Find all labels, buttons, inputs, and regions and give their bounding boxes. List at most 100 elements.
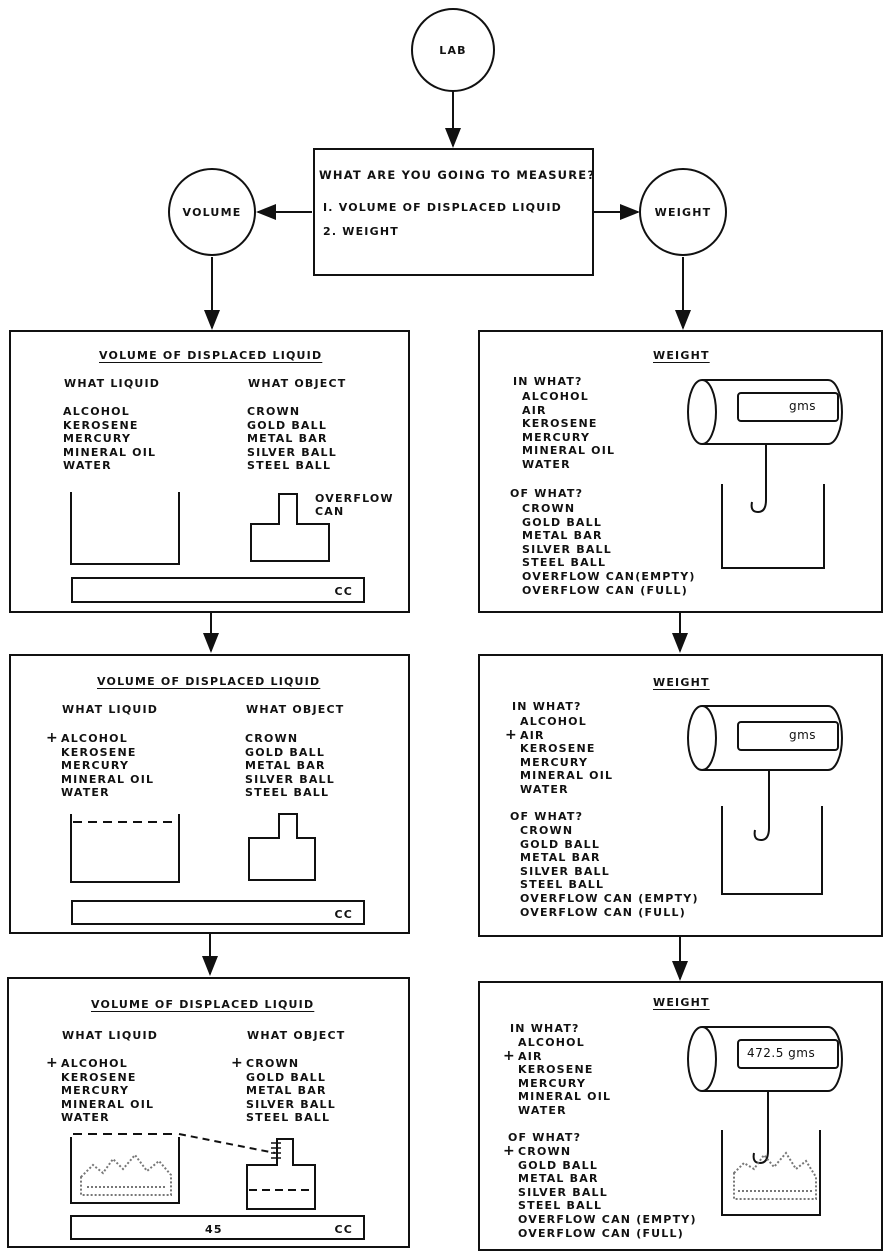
- option-weight[interactable]: 2. WEIGHT: [323, 225, 399, 238]
- spring-scale-apparatus: [687, 705, 843, 895]
- liquid-label: WATER: [61, 786, 110, 800]
- object-item[interactable]: CROWN: [520, 824, 699, 838]
- container-icon: [721, 806, 823, 895]
- object-item[interactable]: METAL BAR: [520, 851, 699, 865]
- scale-hook-icon: [752, 1091, 769, 1165]
- object-item[interactable]: OVERFLOW CAN (EMPTY): [518, 1213, 697, 1227]
- medium-item[interactable]: ALCOHOL: [518, 1036, 611, 1050]
- object-label: CROWN: [520, 824, 574, 837]
- object-label: GOLD BALL: [522, 515, 603, 529]
- object-label: CROWN: [522, 502, 576, 515]
- medium-item[interactable]: MERCURY: [520, 756, 613, 770]
- object-item[interactable]: +CROWN: [503, 1144, 697, 1159]
- option-volume[interactable]: I. VOLUME OF DISPLACED LIQUID: [323, 201, 562, 214]
- liquid-list: ALCOHOL KEROSENE MERCURY MINERAL OIL WAT…: [63, 405, 156, 473]
- object-item[interactable]: GOLD BALL: [245, 746, 335, 760]
- medium-item[interactable]: KEROSENE: [520, 742, 613, 756]
- medium-item[interactable]: MERCURY: [522, 431, 615, 445]
- volume-node[interactable]: VOLUME: [168, 168, 256, 256]
- object-item[interactable]: +CROWN: [231, 1056, 336, 1071]
- liquid-item[interactable]: KEROSENE: [63, 419, 156, 433]
- scale-end-cap: [687, 1026, 717, 1092]
- medium-item[interactable]: WATER: [518, 1104, 611, 1118]
- object-item[interactable]: SILVER BALL: [245, 773, 335, 787]
- liquid-item[interactable]: WATER: [61, 786, 154, 800]
- object-list: CROWN GOLD BALL METAL BAR SILVER BALL ST…: [520, 824, 699, 919]
- liquid-item[interactable]: MINERAL OIL: [61, 773, 154, 787]
- object-item[interactable]: METAL BAR: [522, 529, 696, 543]
- object-item[interactable]: CROWN: [522, 502, 696, 516]
- object-item[interactable]: GOLD BALL: [246, 1071, 336, 1085]
- liquid-label: MERCURY: [61, 759, 130, 773]
- object-item[interactable]: OVERFLOW CAN (EMPTY): [520, 892, 699, 906]
- medium-item[interactable]: MINERAL OIL: [522, 444, 615, 458]
- object-item[interactable]: METAL BAR: [246, 1084, 336, 1098]
- object-item[interactable]: SILVER BALL: [246, 1098, 336, 1112]
- spring-scale-apparatus: [687, 379, 843, 569]
- weight-node[interactable]: WEIGHT: [639, 168, 727, 256]
- medium-item[interactable]: KEROSENE: [518, 1063, 611, 1077]
- object-label: METAL BAR: [246, 1084, 327, 1098]
- liquid-item[interactable]: ALCOHOL: [63, 405, 156, 419]
- medium-item[interactable]: WATER: [522, 458, 615, 472]
- liquid-item[interactable]: MERCURY: [63, 432, 156, 446]
- object-item[interactable]: STEEL BALL: [520, 878, 699, 892]
- object-label: STEEL BALL: [247, 459, 332, 473]
- object-item[interactable]: CROWN: [247, 405, 337, 419]
- medium-item[interactable]: MINERAL OIL: [518, 1090, 611, 1104]
- object-item[interactable]: GOLD BALL: [522, 516, 696, 530]
- object-label: STEEL BALL: [520, 878, 605, 892]
- object-item[interactable]: OVERFLOW CAN (FULL): [520, 906, 699, 920]
- liquid-item[interactable]: +ALCOHOL: [46, 1056, 154, 1071]
- object-list: CROWN GOLD BALL METAL BAR SILVER BALL ST…: [522, 502, 696, 597]
- object-item[interactable]: STEEL BALL: [518, 1199, 697, 1213]
- lab-node[interactable]: LAB: [411, 8, 495, 92]
- object-item[interactable]: SILVER BALL: [522, 543, 696, 557]
- medium-item[interactable]: +AIR: [505, 728, 613, 743]
- liquid-item[interactable]: MERCURY: [61, 1084, 154, 1098]
- object-item[interactable]: STEEL BALL: [522, 556, 696, 570]
- object-item[interactable]: GOLD BALL: [518, 1159, 697, 1173]
- object-item[interactable]: OVERFLOW CAN (FULL): [522, 584, 696, 598]
- object-item[interactable]: SILVER BALL: [518, 1186, 697, 1200]
- object-label: GOLD BALL: [520, 837, 601, 851]
- medium-item[interactable]: ALCOHOL: [520, 715, 613, 729]
- object-item[interactable]: SILVER BALL: [520, 865, 699, 879]
- liquid-item[interactable]: MINERAL OIL: [63, 446, 156, 460]
- liquid-label: MERCURY: [63, 432, 132, 446]
- medium-item[interactable]: WATER: [520, 783, 613, 797]
- liquid-item[interactable]: KEROSENE: [61, 1071, 154, 1085]
- liquid-item[interactable]: WATER: [63, 459, 156, 473]
- object-label: OVERFLOW CAN (FULL): [522, 583, 688, 597]
- medium-item[interactable]: AIR: [522, 404, 615, 418]
- object-item[interactable]: METAL BAR: [245, 759, 335, 773]
- object-item[interactable]: OVERFLOW CAN (FULL): [518, 1227, 697, 1241]
- medium-item[interactable]: ALCOHOL: [522, 390, 615, 404]
- liquid-item[interactable]: KEROSENE: [61, 746, 154, 760]
- object-item[interactable]: OVERFLOW CAN(EMPTY): [522, 570, 696, 584]
- object-item[interactable]: METAL BAR: [247, 432, 337, 446]
- object-item[interactable]: SILVER BALL: [247, 446, 337, 460]
- medium-item[interactable]: +AIR: [503, 1049, 611, 1064]
- object-item[interactable]: METAL BAR: [518, 1172, 697, 1186]
- liquid-label: MINERAL OIL: [61, 772, 155, 786]
- liquid-item[interactable]: MERCURY: [61, 759, 154, 773]
- object-item[interactable]: GOLD BALL: [247, 419, 337, 433]
- liquid-item[interactable]: MINERAL OIL: [61, 1098, 154, 1112]
- medium-item[interactable]: KEROSENE: [522, 417, 615, 431]
- object-item[interactable]: STEEL BALL: [246, 1111, 336, 1125]
- medium-item[interactable]: MERCURY: [518, 1077, 611, 1091]
- liquid-item[interactable]: WATER: [61, 1111, 154, 1125]
- select-mark: +: [503, 1143, 516, 1159]
- liquid-label: MINERAL OIL: [61, 1097, 155, 1111]
- object-item[interactable]: STEEL BALL: [245, 786, 335, 800]
- object-item[interactable]: GOLD BALL: [520, 838, 699, 852]
- object-item[interactable]: STEEL BALL: [247, 459, 337, 473]
- weight-panel-2: WEIGHT IN WHAT? ALCOHOL +AIR KEROSENE ME…: [478, 654, 883, 937]
- object-label: SILVER BALL: [520, 864, 610, 878]
- liquid-item[interactable]: +ALCOHOL: [46, 731, 154, 746]
- medium-item[interactable]: MINERAL OIL: [520, 769, 613, 783]
- object-item[interactable]: CROWN: [245, 732, 335, 746]
- scale-end-cap: [687, 379, 717, 445]
- beaker-icon: [70, 1137, 180, 1204]
